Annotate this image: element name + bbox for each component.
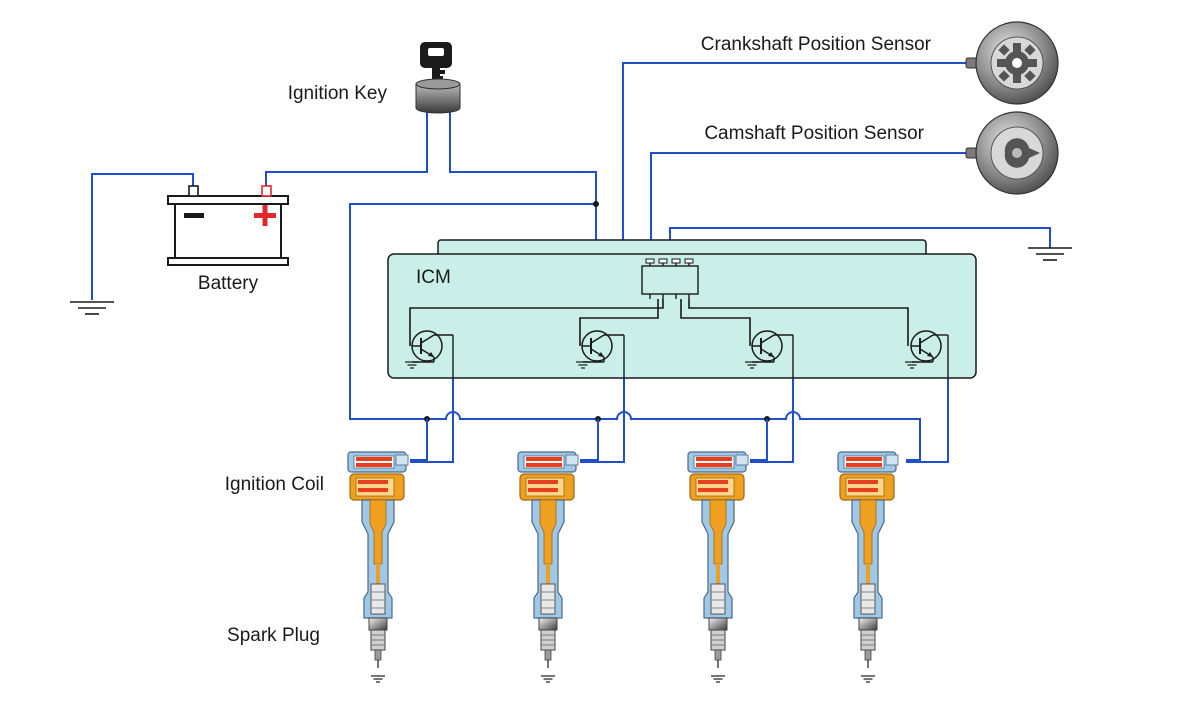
- crankshaft-sensor-icon: [965, 21, 1059, 105]
- icm-internal-traces: [409, 299, 909, 346]
- ignition-key-label: Ignition Key: [288, 83, 388, 104]
- ignition-coil-icon: [837, 451, 899, 669]
- ignition-coil-icon: [517, 451, 579, 669]
- camshaft-sensor-label: Camshaft Position Sensor: [704, 123, 924, 144]
- icm-label: ICM: [416, 267, 451, 288]
- transistor-icon: [575, 330, 625, 378]
- chip-icon: [641, 258, 699, 299]
- battery-label: Battery: [198, 273, 259, 294]
- battery-icon: [167, 185, 289, 266]
- ignition-key-icon: [415, 42, 461, 114]
- ignition-coil-icon: [347, 451, 409, 669]
- icm-module: ICM: [387, 239, 977, 379]
- ground-icon: [69, 301, 115, 315]
- spark-plug-label: Spark Plug: [227, 625, 320, 646]
- transistor-icon: [744, 330, 794, 378]
- ignition-coil-label: Ignition Coil: [225, 474, 324, 495]
- transistor-icon: [904, 330, 949, 378]
- transistor-icon: [404, 330, 454, 378]
- spark-plug-icon: [370, 675, 876, 683]
- ground-icon: [1027, 247, 1073, 261]
- ignition-coil-icon: [687, 451, 749, 669]
- camshaft-sensor-icon: [965, 111, 1059, 195]
- wiring: [91, 62, 1051, 463]
- crankshaft-sensor-label: Crankshaft Position Sensor: [701, 34, 932, 55]
